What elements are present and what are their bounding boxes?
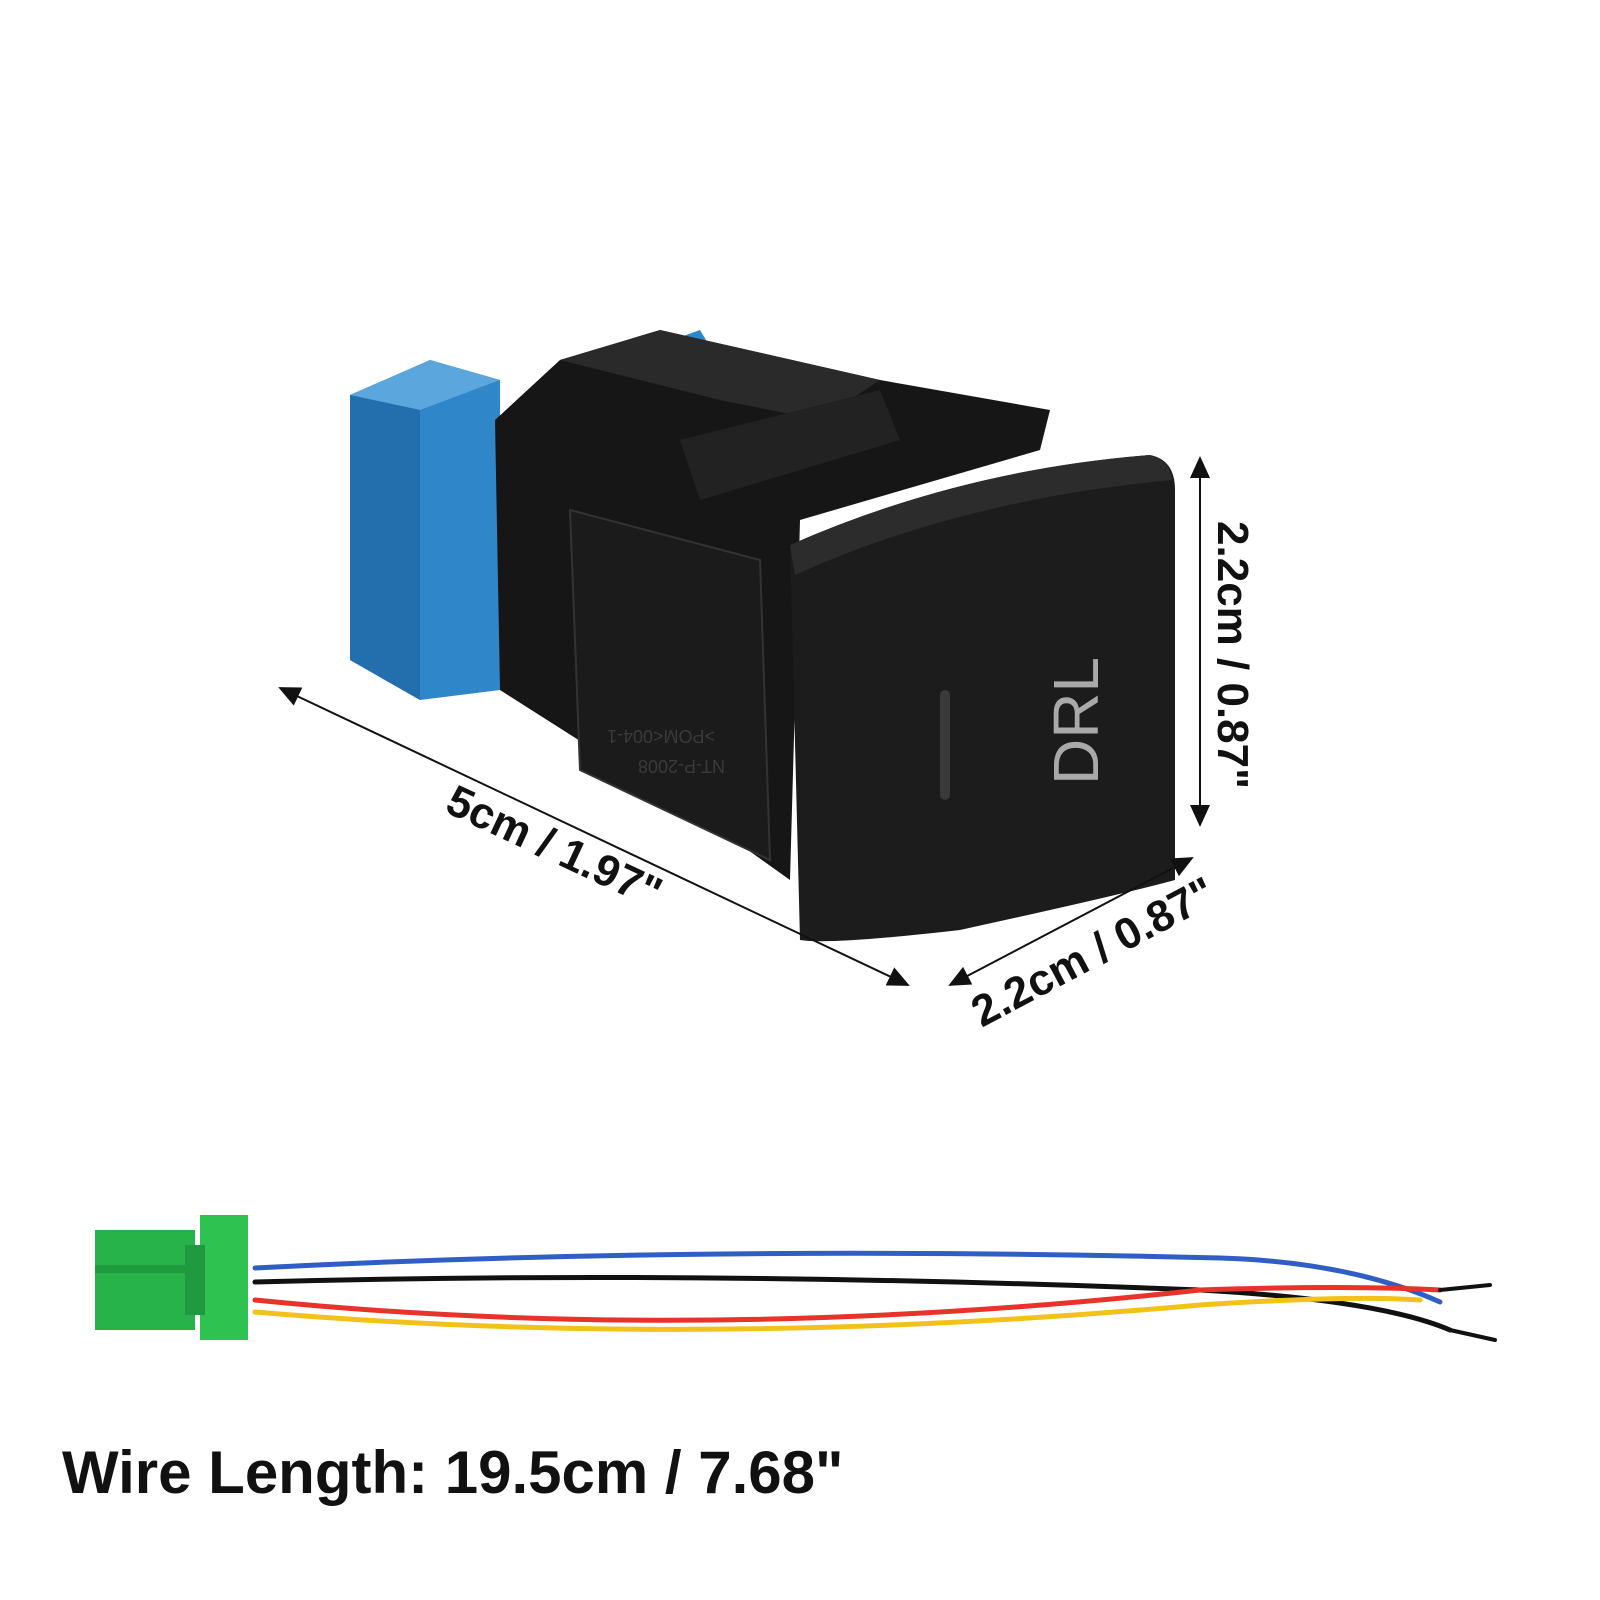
button-face: DRL	[790, 455, 1175, 942]
length-arrow	[278, 687, 910, 986]
green-plug	[95, 1215, 248, 1340]
height-label: 2.2cm / 0.87"	[1208, 521, 1257, 789]
length-label: 5cm / 1.97"	[439, 776, 669, 918]
mold-text-1: NT-P-2008	[638, 756, 725, 776]
wire-length-caption: Wire Length: 19.5cm / 7.68"	[62, 1439, 844, 1506]
wire-harness	[252, 1250, 1497, 1342]
mold-text-2: >POM<004-1	[607, 726, 715, 746]
width-arrow	[948, 857, 1194, 986]
indicator-light	[940, 690, 950, 800]
button-legend: DRL	[1040, 657, 1112, 785]
